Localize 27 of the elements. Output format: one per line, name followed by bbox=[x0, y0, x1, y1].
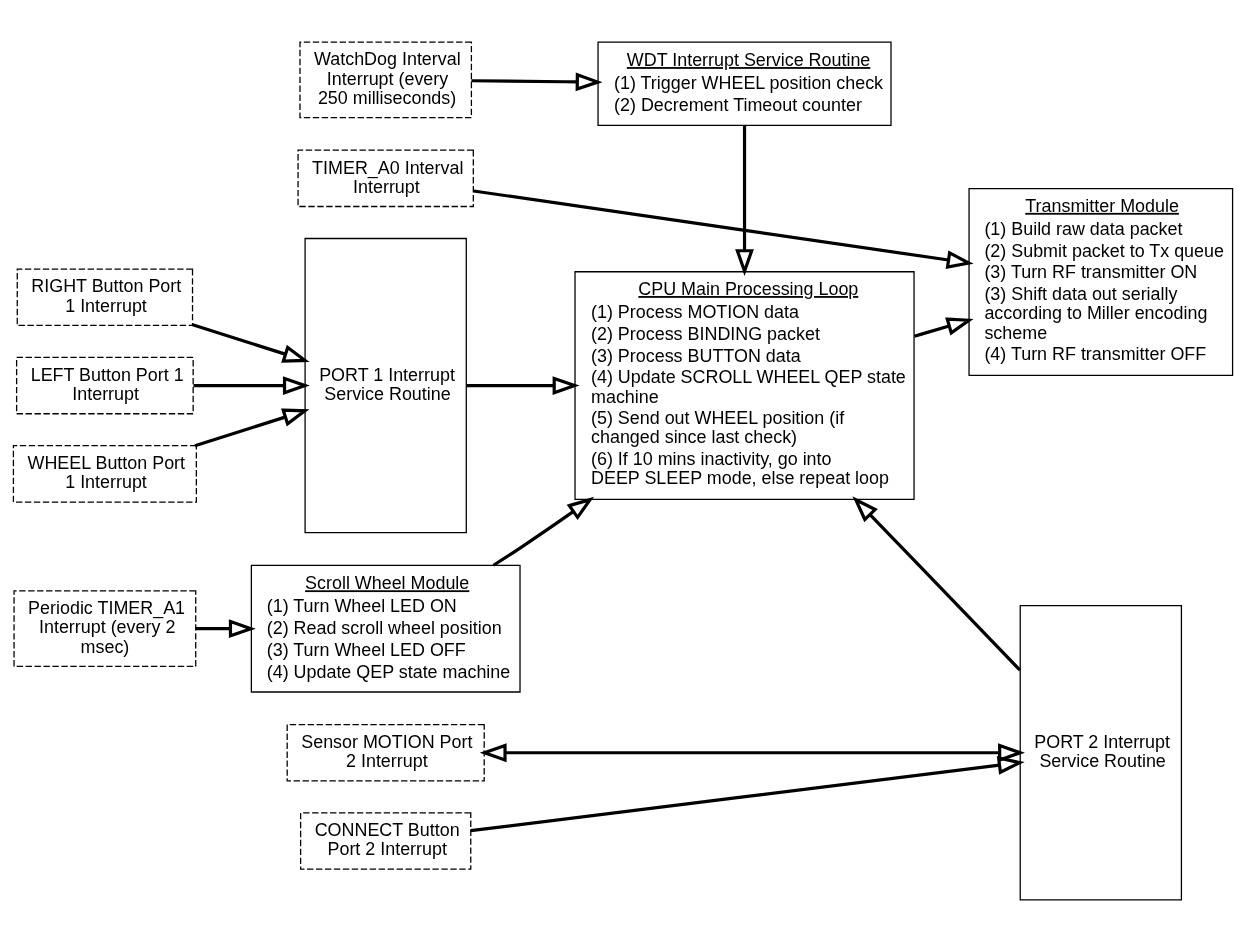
arrow bbox=[194, 408, 310, 447]
node-box: WHEEL Button Port 1 Interrupt bbox=[12, 444, 197, 503]
arrow bbox=[466, 375, 580, 395]
node-box: Sensor MOTION Port 2 Interrupt bbox=[286, 723, 485, 782]
arrow bbox=[470, 755, 1025, 832]
node-box: Transmitter Module (1) Build raw data packet (2) Submit packet to Tx queue (3) Turn RF transmitter ON (3) Shift data out serially according to Miller encoding scheme (4) Turn RF transmitter OFF bbox=[968, 187, 1234, 376]
node-box: LEFT Button Port 1 Interrupt bbox=[16, 356, 194, 414]
node-box: Scroll Wheel Module (1) Turn Wheel LED ON (2) Read scroll wheel position (3) Turn Wheel LED OFF (4) Update QEP state machine bbox=[250, 564, 521, 693]
node-box: RIGHT Button Port 1 Interrupt bbox=[16, 268, 194, 326]
arrow bbox=[471, 71, 603, 91]
arrow bbox=[913, 316, 974, 338]
node-box: WatchDog Interval Interrupt (every 250 milliseconds) bbox=[299, 41, 473, 118]
arrow bbox=[195, 618, 256, 638]
arrow bbox=[735, 124, 754, 276]
node-box: Periodic TIMER_A1 Interrupt (every 2 msec) bbox=[13, 589, 197, 667]
arrow bbox=[492, 496, 595, 567]
node-box: TIMER_A0 Interval Interrupt bbox=[297, 149, 474, 207]
node-box: PORT 1 Interrupt Service Routine bbox=[304, 237, 467, 533]
node-box: CPU Main Processing Loop (1) Process MOTION data (2) Process BINDING packet (3) Process BUTTON data (4) Update SCROLL WHEEL QEP state machine (5) Send out WHEEL position (if changed since last check) (6) If 10 mins inactivity, go into DEEP SLEEP mode, else repeat loop bbox=[574, 270, 915, 500]
node-box: CONNECT Button Port 2 Interrupt bbox=[300, 811, 472, 870]
arrow bbox=[473, 188, 974, 269]
arrow bbox=[192, 322, 310, 363]
arrow bbox=[479, 742, 1025, 762]
node-box: PORT 2 Interrupt Service Routine bbox=[1019, 604, 1183, 900]
arrow bbox=[193, 375, 310, 395]
node-box: WDT Interrupt Service Routine (1) Trigger WHEEL position check (2) Decrement Timeout counter bbox=[597, 41, 892, 126]
arrow bbox=[852, 495, 1022, 671]
